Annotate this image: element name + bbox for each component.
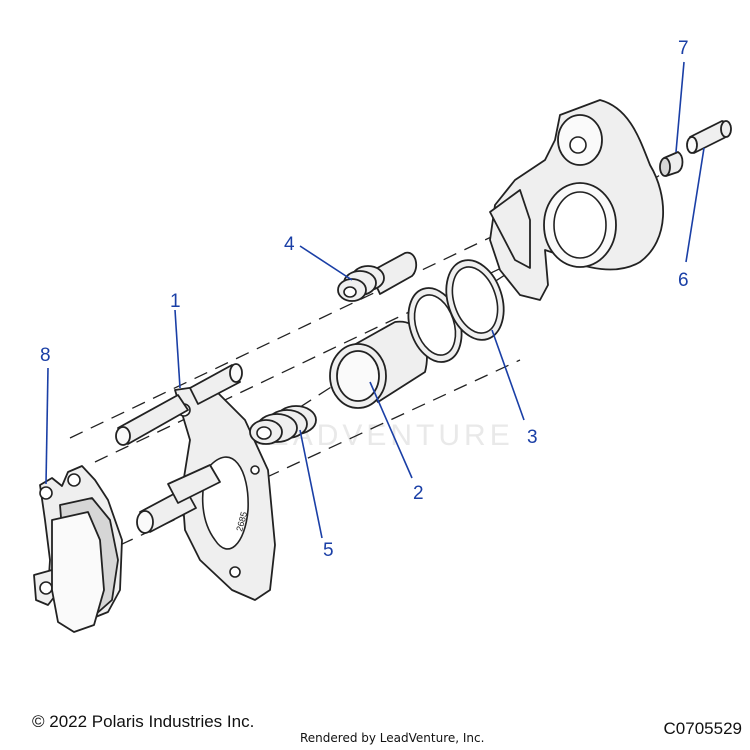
callout-2: 2 — [413, 483, 424, 504]
seal-rings — [407, 259, 505, 363]
copyright-text: © 2022 Polaris Industries Inc. — [32, 712, 255, 731]
bleeder-cap — [659, 151, 684, 177]
leader-lines — [45, 61, 705, 539]
callout-numbers: 1 2 3 4 5 6 7 8 — [40, 38, 689, 561]
callout-3: 3 — [527, 427, 538, 448]
document-number: C0705529 — [663, 719, 742, 738]
callout-8: 8 — [40, 345, 51, 366]
callout-4: 4 — [284, 234, 295, 255]
piston — [329, 320, 428, 409]
brake-pads — [33, 465, 123, 633]
callout-1: 1 — [170, 291, 181, 312]
caliper-housing — [489, 99, 665, 301]
rendered-by-text: Rendered by LeadVenture, Inc. — [300, 731, 485, 745]
slide-pin-boot-4 — [337, 251, 418, 302]
slide-pin-boot-5 — [249, 405, 317, 445]
caliper-bracket: 2685 — [115, 363, 276, 601]
callout-6: 6 — [678, 270, 689, 291]
bleeder-screw — [686, 120, 732, 154]
callout-5: 5 — [323, 540, 334, 561]
callout-7: 7 — [678, 38, 689, 59]
